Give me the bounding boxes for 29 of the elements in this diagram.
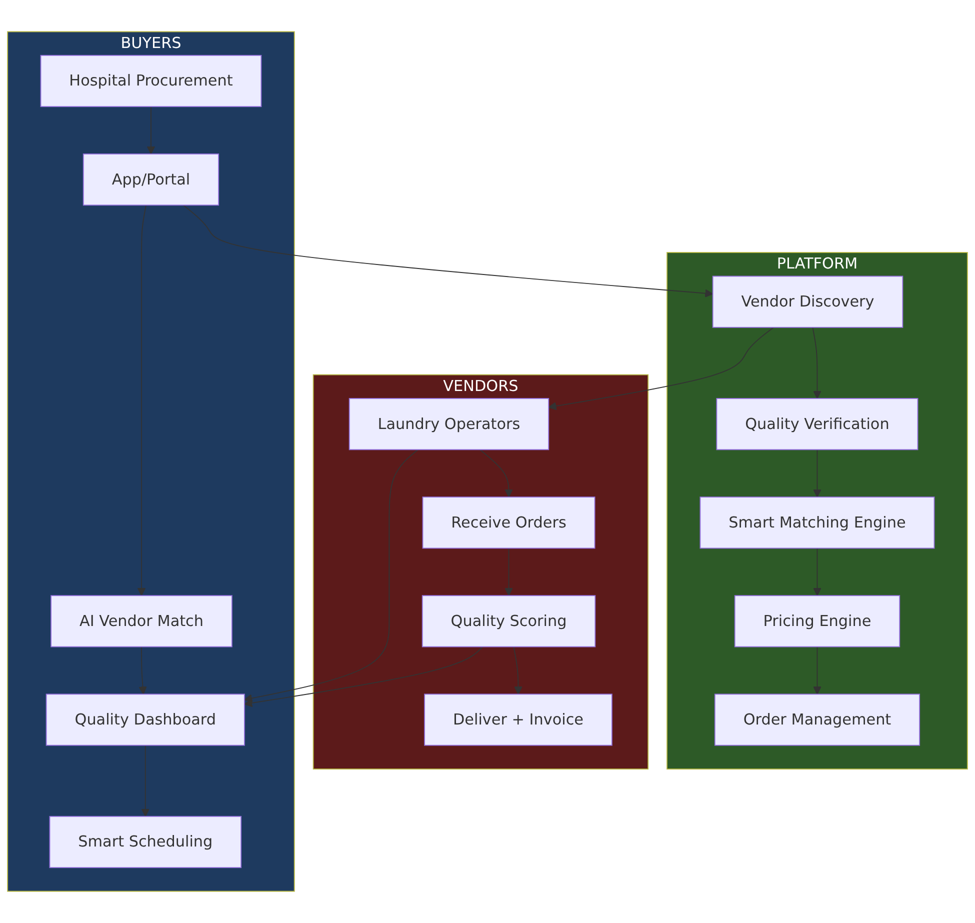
node-box: Smart Scheduling xyxy=(49,816,242,868)
arrow xyxy=(504,548,513,596)
node-box: Quality Dashboard xyxy=(46,694,245,746)
node-box: Hospital Procurement xyxy=(40,54,262,108)
arrow xyxy=(182,204,714,298)
arrow xyxy=(813,548,822,596)
arrow xyxy=(146,106,156,154)
arrow xyxy=(244,646,484,708)
arrow xyxy=(137,204,147,596)
node-box: Pricing Engine xyxy=(734,595,900,648)
node-box: App/Portal xyxy=(82,154,220,206)
arrow xyxy=(513,646,522,695)
node-box: Laundry Operators xyxy=(348,398,550,450)
arrow xyxy=(141,744,150,817)
arrow xyxy=(813,646,822,695)
arrow xyxy=(244,449,418,702)
node-box: Smart Matching Engine xyxy=(700,496,935,549)
node-box: Quality Scoring xyxy=(422,595,596,648)
arrow xyxy=(138,646,147,695)
node-box: Receive Orders xyxy=(422,496,596,549)
node-box: Vendor Discovery xyxy=(712,276,904,328)
node-box: AI Vendor Match xyxy=(50,595,232,648)
arrow xyxy=(812,326,822,399)
node-box: Deliver + Invoice xyxy=(424,694,612,746)
arrow xyxy=(548,326,774,410)
node-box: Order Management xyxy=(714,694,920,746)
node-box: Quality Verification xyxy=(716,398,918,450)
arrow xyxy=(480,449,513,498)
arrow xyxy=(813,449,822,498)
